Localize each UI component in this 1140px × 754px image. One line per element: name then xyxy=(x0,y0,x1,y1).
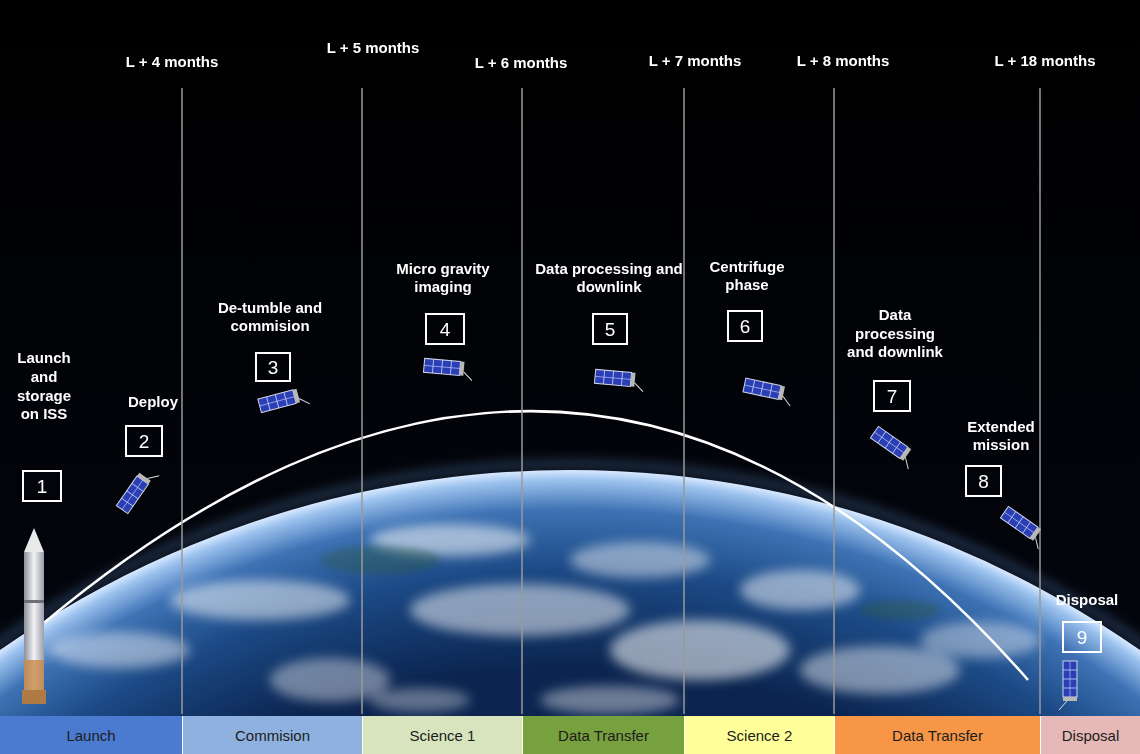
step-heading: Centrifuge phase xyxy=(697,258,797,296)
step-title: De-tumble and commision xyxy=(200,299,340,337)
rocket xyxy=(22,528,46,704)
step-number-box: 1Launch and storage on ISS xyxy=(22,470,62,502)
phase-band: Data Transfer xyxy=(834,716,1040,754)
phase-name: Disposal xyxy=(1062,727,1120,744)
timeline-label: L + 6 months xyxy=(475,54,568,71)
phase-name: Science 2 xyxy=(727,727,793,744)
phase-band: Data Transfer xyxy=(522,716,684,754)
step-number-box: 9Disposal xyxy=(1062,621,1102,653)
timeline-label: L + 7 months xyxy=(649,52,742,69)
step-number-box: 6Centrifuge phase xyxy=(727,310,763,342)
step-title: Micro gravity imaging xyxy=(388,260,498,298)
step-number-box: 3De-tumble and commision xyxy=(255,352,291,382)
callout-number: 4 xyxy=(440,320,451,339)
step-number-box: 5Data processing and downlink xyxy=(592,313,628,345)
phase-name: Data Transfer xyxy=(892,727,983,744)
timeline-label: L + 18 months xyxy=(994,52,1095,69)
step-title: Disposal xyxy=(1047,591,1127,610)
step-heading: Launch and storage on ISS xyxy=(11,349,77,424)
step-heading: Deploy xyxy=(113,393,193,412)
phase-name: Launch xyxy=(66,727,115,744)
step-title: Data processing and downlink xyxy=(534,260,684,298)
timeline-label: L + 8 months xyxy=(797,52,890,69)
callout-number: 8 xyxy=(978,472,989,491)
phase-name: Commision xyxy=(235,727,310,744)
step-title: Extended mission xyxy=(959,418,1043,456)
step-heading: Disposal xyxy=(1047,591,1127,610)
phase-name: Data Transfer xyxy=(558,727,649,744)
callout-number: 7 xyxy=(887,387,898,406)
phase-band: Commision xyxy=(182,716,362,754)
callout-number: 6 xyxy=(740,317,751,336)
step-title: Centrifuge phase xyxy=(697,258,797,296)
callout-number: 1 xyxy=(37,477,48,496)
timeline-label: L + 4 months xyxy=(126,53,219,70)
step-title: Data processing and downlink xyxy=(842,306,948,362)
step-title: Deploy xyxy=(113,393,193,412)
phase-band: Disposal xyxy=(1040,716,1140,754)
step-heading: Extended mission xyxy=(959,418,1043,456)
step-number-box: 2Deploy xyxy=(125,425,163,457)
phase-band: Science 1 xyxy=(362,716,522,754)
phase-band: Science 2 xyxy=(684,716,834,754)
phase-name: Science 1 xyxy=(410,727,476,744)
step-heading: Micro gravity imaging xyxy=(388,260,498,298)
satellites xyxy=(116,358,1077,710)
callout-number: 9 xyxy=(1077,628,1088,647)
callout-number: 3 xyxy=(268,358,279,377)
timeline-label: L + 5 months xyxy=(327,39,420,56)
phase-band: Launch xyxy=(0,716,182,754)
callout-number: 5 xyxy=(605,320,616,339)
step-heading: Data processing and downlink xyxy=(842,306,948,362)
step-number-box: 7Data processing and downlink xyxy=(873,380,911,412)
step-heading: Data processing and downlink xyxy=(534,260,684,298)
callout-number: 2 xyxy=(139,432,150,451)
step-title: Launch and storage on ISS xyxy=(11,349,77,424)
step-number-box: 8Extended mission xyxy=(965,465,1002,497)
step-heading: De-tumble and commision xyxy=(200,299,340,337)
step-number-box: 4Micro gravity imaging xyxy=(425,313,465,345)
